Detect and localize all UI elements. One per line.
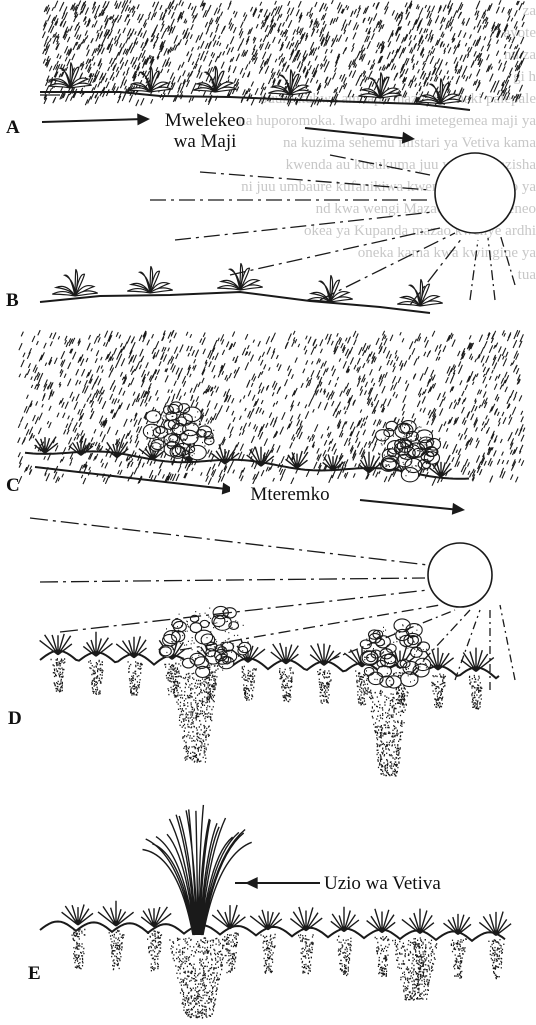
shrub-c-left — [143, 402, 214, 460]
root-ball-e — [260, 935, 275, 974]
root-ball-d — [279, 668, 294, 702]
seedling-d — [83, 632, 112, 656]
water-arrow-left — [42, 113, 150, 125]
root-ball-e — [147, 931, 162, 971]
slope-label: Mteremko — [230, 484, 350, 505]
sun-ray — [488, 238, 495, 300]
shrub-c-right — [376, 421, 441, 482]
plant-b — [217, 264, 262, 290]
vetiver-pointer-arrow — [235, 877, 320, 889]
panel-label-a: A — [6, 117, 20, 139]
root-ball-e — [298, 935, 314, 974]
ground-line-e — [40, 922, 505, 941]
sun-ray — [40, 578, 425, 582]
sun-ray — [500, 234, 515, 285]
arrow-head — [245, 877, 258, 889]
plant-b — [127, 267, 172, 293]
ground-profiles — [25, 92, 505, 941]
vetiver-roots — [169, 938, 228, 1018]
vetiver-hedge-label: Uzio wa Vetiva — [324, 873, 504, 894]
panel-label-d: D — [8, 708, 22, 730]
arrow-head — [452, 503, 465, 515]
water-direction-label: Mwelekeo wa Maji — [140, 110, 270, 152]
seedling-e — [479, 912, 511, 936]
sun-ray — [60, 590, 428, 632]
sun-ray — [320, 233, 455, 300]
water-direction-line1: Mwelekeo — [140, 110, 270, 131]
ground-line-b — [40, 292, 430, 313]
plant-a — [193, 67, 236, 92]
vetiver-grass — [143, 805, 252, 935]
seedling-e — [212, 905, 245, 929]
seedling-e — [290, 907, 322, 931]
root-ball-e — [72, 930, 86, 969]
root-ball-d — [164, 664, 179, 697]
seedling-d — [310, 644, 341, 666]
erosion-deposit-e — [392, 940, 437, 1000]
water-arrow-right — [305, 128, 415, 144]
seedling-e — [62, 905, 93, 925]
seedling-d — [40, 634, 72, 655]
seedling-d — [271, 643, 299, 664]
plant-b — [52, 270, 97, 296]
seedling-e — [331, 907, 359, 932]
sun-ray — [30, 518, 428, 565]
sun-ray — [500, 605, 515, 680]
root-ball-d — [51, 659, 66, 692]
seedling-e — [402, 909, 434, 934]
arrow-head — [402, 132, 415, 144]
root-ball-d — [88, 660, 103, 694]
root-ball-e — [375, 937, 390, 977]
seedling-d — [461, 648, 494, 672]
water-direction-line2: wa Maji — [140, 131, 270, 152]
sun-ray — [200, 172, 430, 190]
root-ball-e — [337, 936, 352, 975]
root-ball-d — [128, 662, 143, 695]
shrub-root-d-left — [174, 672, 217, 762]
root-ball-d — [469, 676, 483, 709]
seedling-e — [367, 909, 396, 933]
root-ball-e — [224, 933, 239, 973]
vetiver-hedge — [143, 805, 252, 935]
root-ball-d — [431, 674, 446, 707]
root-ball-d — [242, 667, 257, 701]
root-ball-e — [451, 939, 467, 978]
slope-arrow-right — [360, 500, 465, 515]
sun-ray — [175, 212, 433, 240]
plant-b — [307, 276, 352, 302]
panel-label-e: E — [28, 963, 41, 985]
root-ball-d — [317, 670, 332, 704]
panel-label-c: C — [6, 475, 20, 497]
root-ball-e — [109, 930, 125, 970]
sun-ray — [230, 228, 440, 275]
sun-ray — [410, 238, 462, 305]
seedling-e — [98, 901, 134, 926]
rain-streaks — [18, 330, 525, 486]
seedling-d — [116, 636, 146, 657]
root-ball-e — [488, 940, 504, 979]
rain-hatching — [18, 0, 525, 486]
seedling-e — [444, 914, 472, 935]
panel-label-b: B — [6, 290, 19, 312]
sun-ray — [330, 155, 430, 175]
sun-ray — [470, 240, 478, 300]
